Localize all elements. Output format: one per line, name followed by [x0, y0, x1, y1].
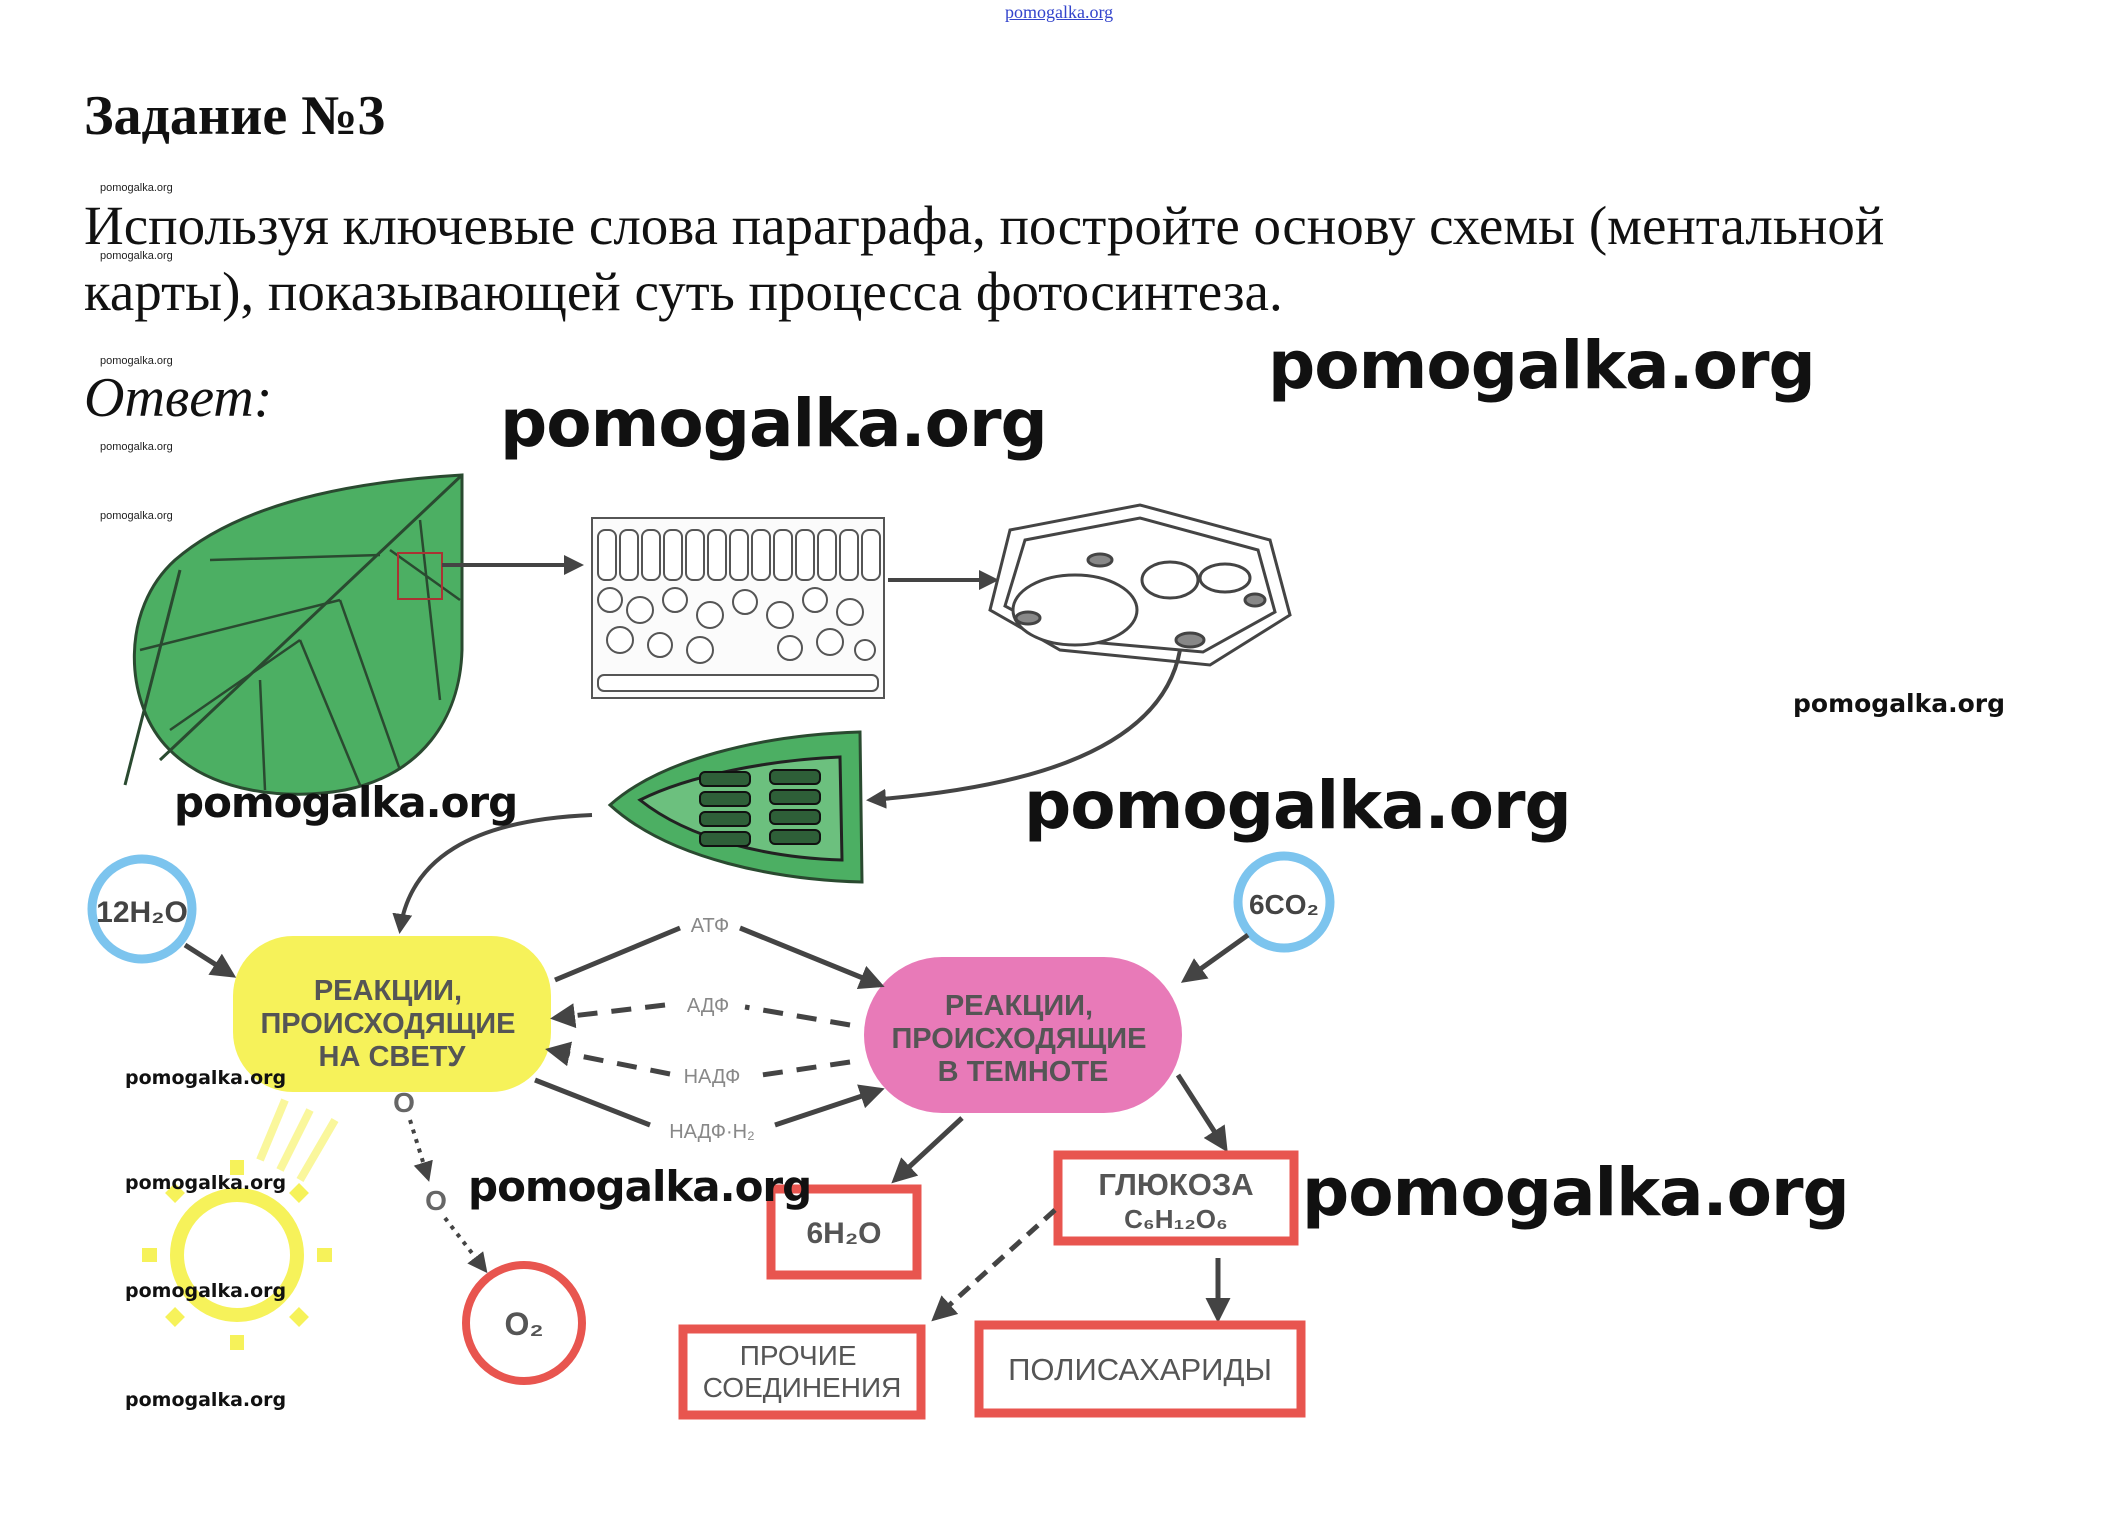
water-output-box — [766, 1184, 922, 1280]
watermark: pomogalka.org — [125, 1067, 287, 1089]
oxygen-atom-label: O — [393, 1087, 415, 1118]
plant-cell — [988, 503, 1292, 667]
watermark: pomogalka.org — [100, 250, 173, 262]
watermark: pomogalka.org — [100, 355, 173, 367]
watermark: pomogalka.org — [1024, 767, 1572, 844]
water-output-label: 6H₂O — [806, 1217, 881, 1250]
watermark: pomogalka.org — [468, 1162, 812, 1211]
page-title: Задание №3 — [84, 85, 386, 147]
watermark: pomogalka.org — [1302, 1154, 1850, 1231]
oxygen-output-circle — [462, 1261, 586, 1385]
co2-input-label: 6CO₂ — [1249, 889, 1319, 920]
dark-reactions-label: РЕАКЦИИ, ПРОИСХОДЯЩИЕ В ТЕМНОТЕ — [891, 990, 1154, 1088]
water-input-label: 12H₂O — [96, 896, 188, 929]
water-input-circle — [87, 854, 197, 964]
sun-icon — [142, 1098, 339, 1350]
nadp-label: НАДФ — [684, 1066, 741, 1088]
polysaccharides-box — [974, 1320, 1306, 1418]
other-compounds-box — [678, 1324, 926, 1420]
light-reactions-label: РЕАКЦИИ, ПРОИСХОДЯЩИЕ НА СВЕТУ — [260, 975, 523, 1073]
watermark: pomogalka.org — [100, 441, 173, 453]
watermark: pomogalka.org — [1793, 689, 2006, 718]
leaf-cross-section — [591, 517, 885, 699]
dark-reactions-box — [864, 957, 1182, 1113]
oxygen-output-label: O₂ — [504, 1306, 543, 1342]
co2-input-circle — [1233, 851, 1335, 953]
leaf-illustration — [123, 473, 464, 796]
nadph-label: НАДФ·H₂ — [669, 1121, 755, 1143]
adp-label: АДФ — [687, 995, 729, 1017]
atp-label: АТФ — [691, 915, 730, 937]
watermark: pomogalka.org — [500, 385, 1048, 462]
chloroplast — [607, 730, 864, 884]
watermark: pomogalka.org — [125, 1172, 287, 1194]
light-reactions-box — [233, 936, 551, 1092]
polysaccharides-label: ПОЛИСАХАРИДЫ — [1008, 1352, 1272, 1387]
watermark: pomogalka.org — [100, 510, 173, 522]
watermark: pomogalka.org — [174, 778, 518, 827]
watermark: pomogalka.org — [100, 182, 173, 194]
oxygen-atom-label-2: O — [425, 1185, 447, 1216]
watermark: pomogalka.org — [1268, 327, 1816, 404]
top-watermark[interactable]: pomogalka.org — [1005, 2, 1114, 22]
task-line-1: Используя ключевые слова параграфа, пост… — [84, 195, 1885, 256]
watermark: pomogalka.org — [125, 1280, 287, 1302]
task-line-2: карты), показывающей суть процесса фотос… — [84, 261, 1283, 322]
answer-label: Ответ: — [84, 367, 273, 429]
glucose-label: ГЛЮКОЗА — [1098, 1167, 1253, 1202]
glucose-box — [1053, 1150, 1299, 1246]
glucose-formula: C₆H₁₂O₆ — [1124, 1204, 1228, 1234]
watermark: pomogalka.org — [125, 1389, 287, 1411]
other-compounds-label: ПРОЧИЕ СОЕДИНЕНИЯ — [703, 1340, 902, 1403]
